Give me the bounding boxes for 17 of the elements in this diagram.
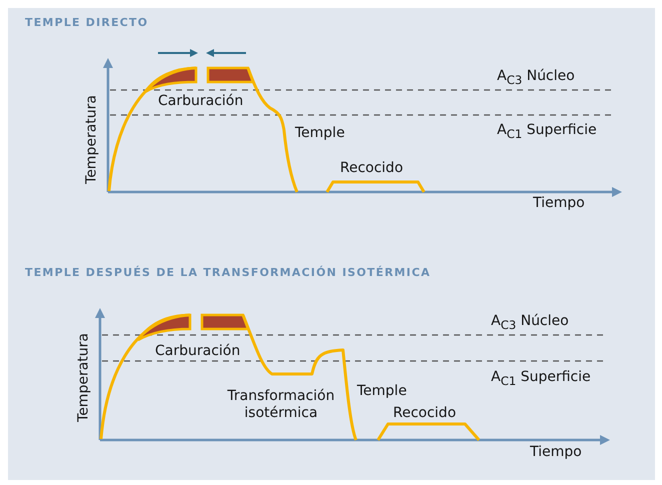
process-label: Carburación: [155, 343, 240, 360]
panel-title: TEMPLE DESPUÉS DE LA TRANSFORMACIÓN ISOTÉRMICA: [25, 264, 431, 281]
threshold-label: A$_{C1}$ Superficie: [491, 369, 591, 390]
process-label: Transformación isotérmica: [226, 388, 336, 422]
process-label: Carburación: [158, 93, 244, 110]
threshold-label: A$_{C3}$ Núcleo: [491, 313, 569, 334]
panel-title: TEMPLE DIRECTO: [25, 15, 148, 31]
process-label: Recocido: [393, 405, 456, 422]
axis-title: Tiempo: [533, 195, 585, 212]
process-label: Temple: [357, 383, 407, 400]
process-label: Recocido: [340, 160, 404, 177]
threshold-label: A$_{C1}$ Superficie: [497, 122, 597, 143]
axis-title: Temperatura: [84, 94, 100, 186]
axis-title: Tiempo: [530, 444, 582, 461]
threshold-label: A$_{C3}$ Núcleo: [497, 68, 575, 89]
axis-title: Temperatura: [76, 332, 92, 424]
process-label: Temple: [295, 125, 345, 142]
